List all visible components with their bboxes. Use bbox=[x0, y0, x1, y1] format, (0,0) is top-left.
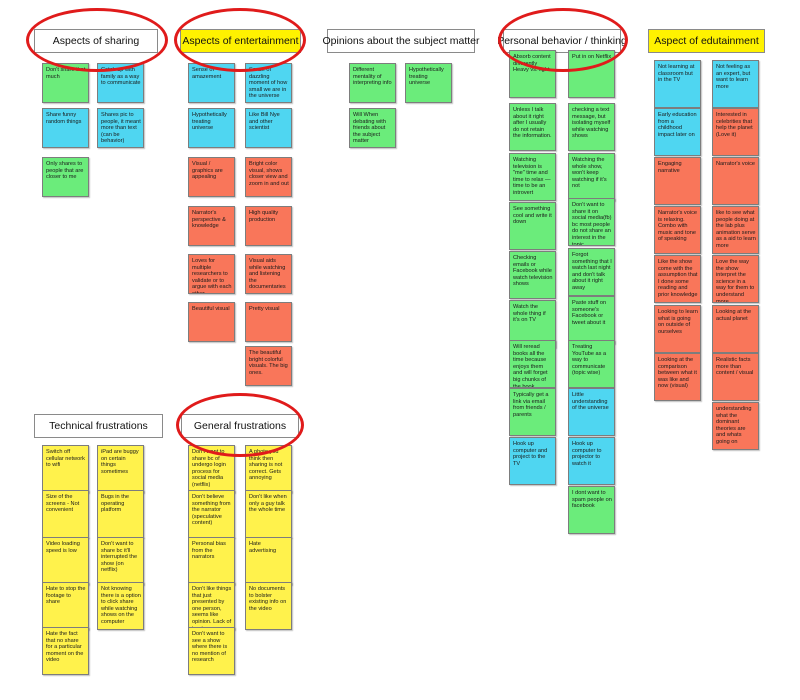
sticky-note: checking a text message, but isolating m… bbox=[568, 103, 615, 151]
sticky-note: Size of the screens - Not convenient bbox=[42, 490, 89, 538]
header-aspects-of-entertainment: Aspects of entertainment bbox=[180, 29, 301, 53]
sticky-note: Don't want to share bc it'll interrupted… bbox=[97, 537, 144, 585]
header-aspect-of-edutainment: Aspect of edutainment bbox=[648, 29, 765, 53]
sticky-note: Hate the fact that no share for a partic… bbox=[42, 627, 89, 675]
sticky-note: Only shares to people that are closer to… bbox=[42, 157, 89, 197]
sticky-note: Little understanding of the universe bbox=[568, 388, 615, 436]
sticky-note: Don't like things that just presented by… bbox=[188, 582, 235, 630]
sticky-note: iPad are buggy on certain things sometim… bbox=[97, 445, 144, 493]
sticky-note: Beautiful visual bbox=[188, 302, 235, 342]
sticky-note: Hook up computer to projector to watch i… bbox=[568, 437, 615, 485]
header-technical-frustrations: Technical frustrations bbox=[34, 414, 163, 438]
sticky-note: Hook up computer and project to the TV bbox=[509, 437, 556, 485]
sticky-note: Will reread books all the time because e… bbox=[509, 340, 556, 388]
sticky-note: Visual / graphics are appealing bbox=[188, 157, 235, 197]
sticky-note: understanding what the dominant theories… bbox=[712, 402, 759, 450]
sticky-note: Looking to learn what is going on outsid… bbox=[654, 305, 701, 353]
sticky-note: Don't want to share it on social media(f… bbox=[568, 198, 615, 246]
sticky-note: Like the show come with the assumption t… bbox=[654, 255, 701, 303]
sticky-note: Bright color visual, shows closer view a… bbox=[245, 157, 292, 197]
sticky-note: Not knowing there is a option to click s… bbox=[97, 582, 144, 630]
sticky-note: Bugs in the operating platform bbox=[97, 490, 144, 538]
sticky-note: Early education from a childhood impact … bbox=[654, 108, 701, 156]
sticky-note: Hypothetically treating universe bbox=[188, 108, 235, 148]
sticky-note: Like Bill Nye and other scientist bbox=[245, 108, 292, 148]
sticky-note: Visual aids while watching and listening… bbox=[245, 254, 292, 294]
sticky-note: The beautiful bright colorful visuals. T… bbox=[245, 346, 292, 386]
sticky-note: Sense of amazement bbox=[188, 63, 235, 103]
sticky-note: Hate to stop the footage to share bbox=[42, 582, 89, 630]
sticky-note: Don't share that much bbox=[42, 63, 89, 103]
sticky-note: Engaging narrative bbox=[654, 157, 701, 205]
sticky-note: Paste stuff on someone's Facebook or twe… bbox=[568, 296, 615, 344]
sticky-note: Sense of dazzling moment of how small we… bbox=[245, 63, 292, 103]
sticky-note: Will When debating with friends about th… bbox=[349, 108, 396, 148]
sticky-note: A photo you think then sharing is not co… bbox=[245, 445, 292, 493]
sticky-note: See something cool and write it down bbox=[509, 202, 556, 250]
sticky-note: Share funny random things bbox=[42, 108, 89, 148]
sticky-note: Watching the whole show, won't keep watc… bbox=[568, 153, 615, 201]
sticky-note: I dont want to spam people on facebook bbox=[568, 486, 615, 534]
sticky-note: Interested in celebrities that help the … bbox=[712, 108, 759, 156]
sticky-note: Treating YouTube as a way to communicate… bbox=[568, 340, 615, 388]
sticky-note: Different mentality of interpreting info bbox=[349, 63, 396, 103]
header-personal-behavior: Personal behavior / thinking bbox=[497, 29, 627, 53]
sticky-note: Watching television is "me" time and tim… bbox=[509, 153, 556, 201]
sticky-note: Hate advertising bbox=[245, 537, 292, 585]
sticky-note: Personal bias from the narrators bbox=[188, 537, 235, 585]
sticky-note: Hypothetically treating universe bbox=[405, 63, 452, 103]
header-general-frustrations: General frustrations bbox=[181, 414, 299, 438]
sticky-note: Catch up with family as a way to communi… bbox=[97, 63, 144, 103]
sticky-note: like to see what people doing at the lab… bbox=[712, 206, 759, 254]
header-aspects-of-sharing: Aspects of sharing bbox=[34, 29, 158, 53]
sticky-note: Video loading speed is low bbox=[42, 537, 89, 585]
sticky-note: Realistic facts more than content / visu… bbox=[712, 353, 759, 401]
sticky-note: Don't want to see a show where there is … bbox=[188, 627, 235, 675]
sticky-note: No documents to bolster existing info on… bbox=[245, 582, 292, 630]
sticky-note: Narrator's voice is relaxing. Combo with… bbox=[654, 206, 701, 254]
sticky-note: Looking at the actual planet bbox=[712, 305, 759, 353]
sticky-note: Looking at the comparison between what i… bbox=[654, 353, 701, 401]
sticky-note: Pretty visual bbox=[245, 302, 292, 342]
sticky-note: High quality production bbox=[245, 206, 292, 246]
sticky-note: Forgot something that I watch last night… bbox=[568, 248, 615, 296]
sticky-note: Checking emails or Facebook while watch … bbox=[509, 251, 556, 299]
sticky-note: Love the way the show interpret the scie… bbox=[712, 255, 759, 303]
sticky-note: Not feeling as an expert, but want to le… bbox=[712, 60, 759, 108]
sticky-note: Typically get a link via email from frie… bbox=[509, 388, 556, 436]
header-opinions: Opinions about the subject matter bbox=[323, 29, 480, 53]
sticky-note: Narrator's voice bbox=[712, 157, 759, 205]
sticky-note: Unless I talk about it right after I usu… bbox=[509, 103, 556, 151]
sticky-note: Narrator's perspective & knowledge bbox=[188, 206, 235, 246]
sticky-note: Switch off cellular network to wifi bbox=[42, 445, 89, 493]
sticky-note: Don't want to share bc of undergo login … bbox=[188, 445, 235, 493]
sticky-note: Don't believe something from the narrato… bbox=[188, 490, 235, 538]
sticky-note: Shares pic to people, it meant more than… bbox=[97, 108, 144, 148]
sticky-note: Put in on Netflix bbox=[568, 50, 615, 98]
sticky-note: Not learning at classroom but in the TV bbox=[654, 60, 701, 108]
sticky-note: Don't like when only a guy talk the whol… bbox=[245, 490, 292, 538]
sticky-note: Loves for multiple researchers to valida… bbox=[188, 254, 235, 294]
sticky-note: Absorb content differently Heavy vs. lig… bbox=[509, 50, 556, 98]
